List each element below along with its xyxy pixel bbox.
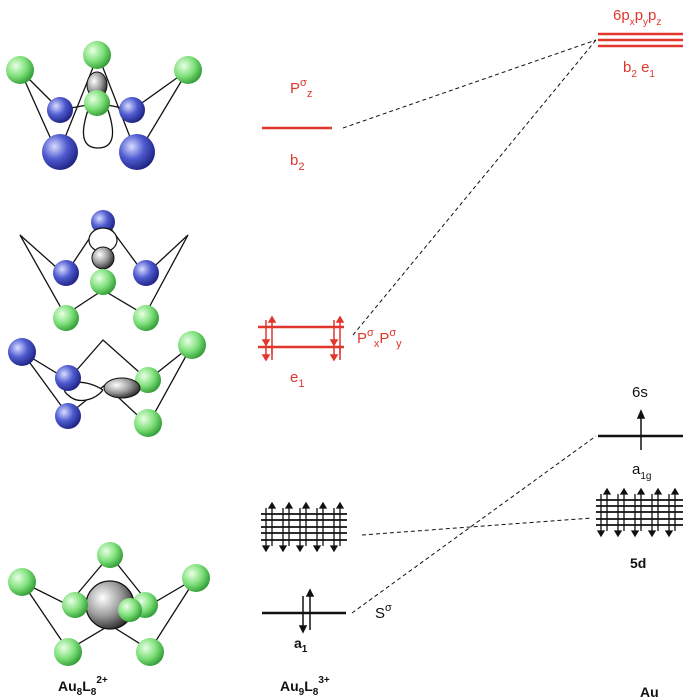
caption-au: Au [640,684,659,700]
caption-au8l8: Au8L82+ [58,675,108,698]
d-band-mid-arrows [261,501,345,553]
caption-au9l8: Au9L83+ [280,675,330,698]
level-au-5d [596,499,683,526]
label-e1: e1 [290,369,304,390]
a1-spin-arrows [298,588,315,634]
structure-py-atoms [8,331,206,437]
label-s: Sσ [375,602,392,622]
label-a1: a1 [294,635,308,655]
label-au-5d: 5d [630,555,646,571]
label-pxpy: PσxPσy [357,327,402,350]
level-au-6p [598,32,683,48]
structure-s-atoms [8,542,210,666]
correlation-lines [342,39,597,614]
structure-pz-atoms [6,41,202,170]
label-pz: Pσz [290,77,312,100]
au-6s-arrow [636,409,646,450]
label-a1g: a1g [632,461,651,482]
label-au-b2-e1: b2 e1 [623,59,655,80]
label-au-6s: 6s [632,384,648,401]
label-au-6p: 6pxpypz [613,7,661,28]
au-5d-arrows [596,487,680,538]
structure-px-atoms [53,210,159,331]
label-b2: b2 [290,152,304,173]
level-e1 [258,325,344,349]
e1-spin-arrows [261,315,345,362]
level-d-band-mid [261,513,347,541]
